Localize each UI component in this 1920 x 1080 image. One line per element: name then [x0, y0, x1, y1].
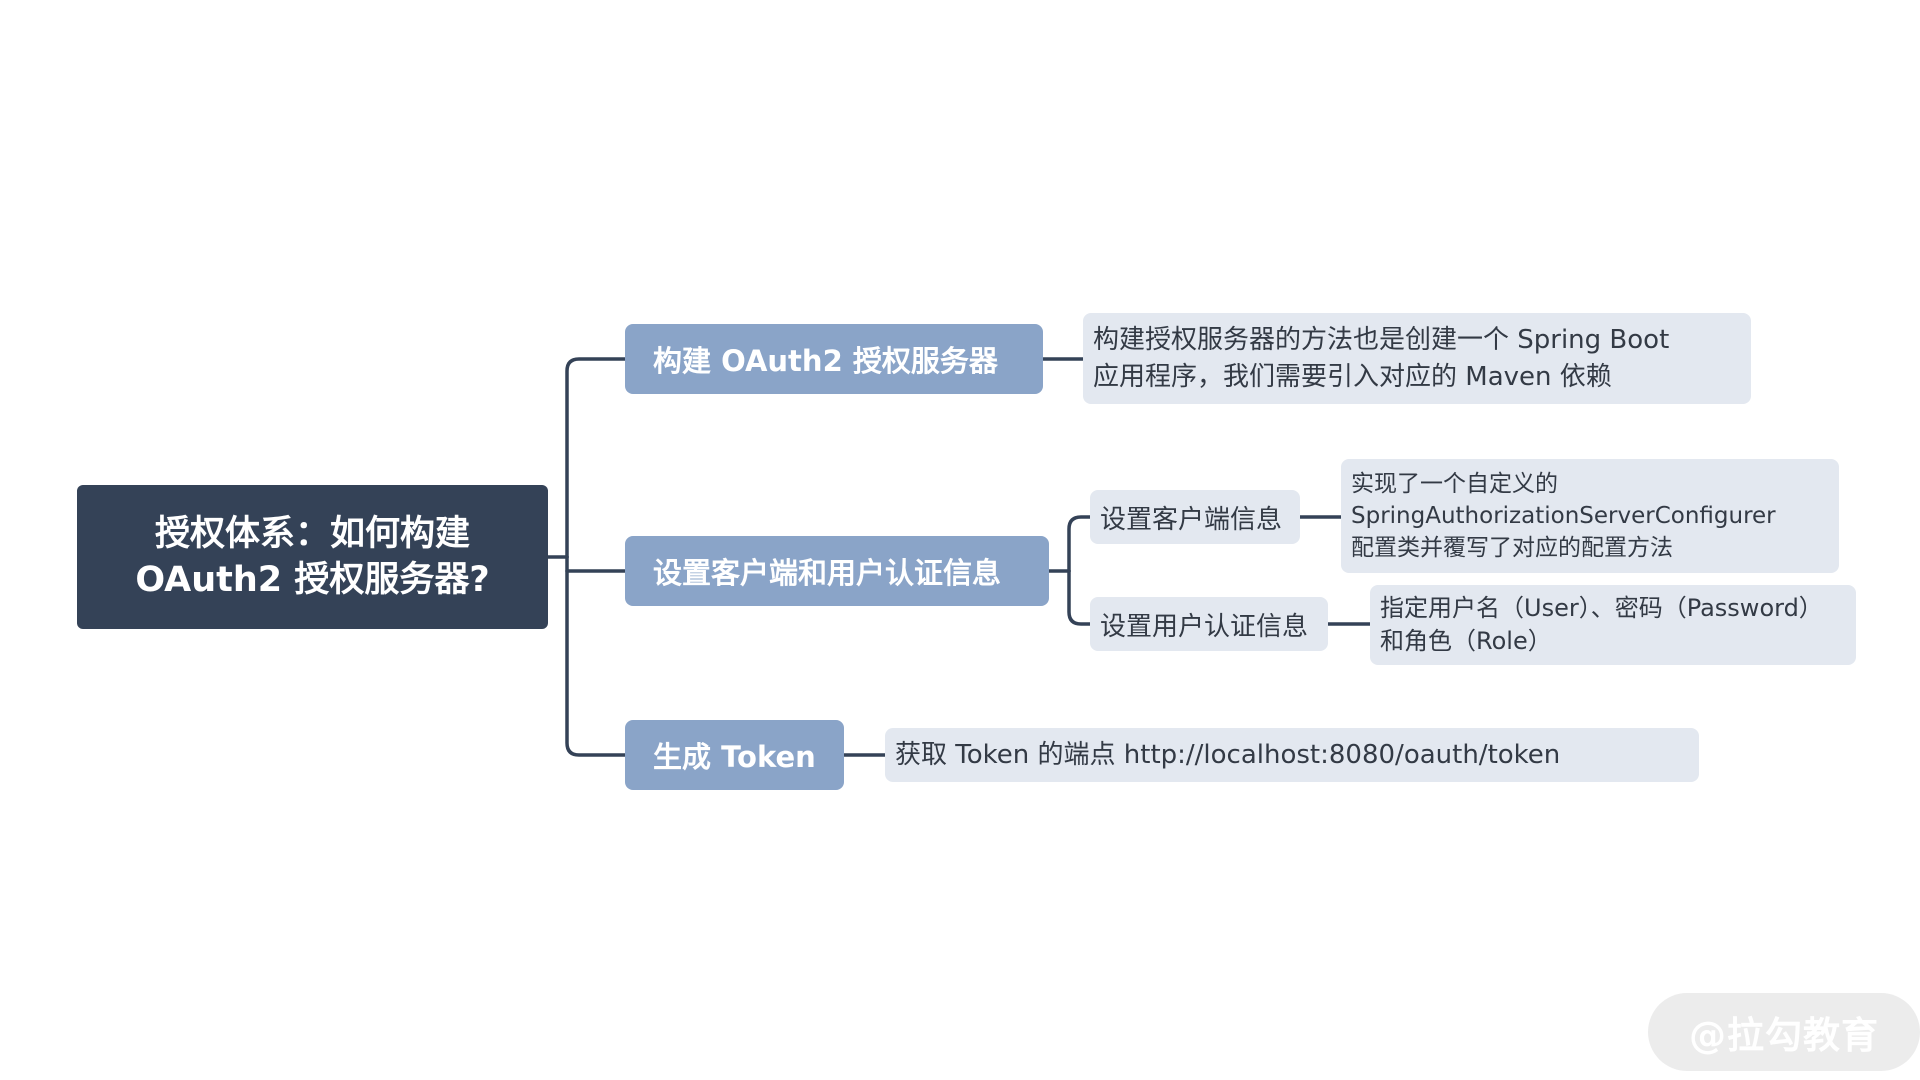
detail-line: 指定用户名（User）、密码（Password）: [1380, 594, 1823, 622]
detail-line: 和角色（Role）: [1380, 627, 1552, 655]
branch-label: 设置客户端和用户认证信息: [653, 556, 1002, 590]
branch-build-auth-server: 构建 OAuth2 授权服务器: [625, 324, 1043, 394]
connector-to-branch-3: [565, 555, 627, 757]
detail-line: 实现了一个自定义的: [1351, 471, 1558, 497]
detail-line: 应用程序，我们需要引入对应的 Maven 依赖: [1093, 361, 1612, 392]
connector-to-sub-1: [1067, 515, 1092, 573]
detail-line: 配置类并覆写了对应的配置方法: [1351, 535, 1673, 561]
detail-client-info: 实现了一个自定义的 SpringAuthorizationServerConfi…: [1341, 459, 1839, 573]
detail-line: 获取 Token 的端点 http://localhost:8080/oauth…: [895, 739, 1561, 770]
detail-line: 构建授权服务器的方法也是创建一个 Spring Boot: [1093, 324, 1670, 355]
detail-user-auth-info: 指定用户名（User）、密码（Password） 和角色（Role）: [1370, 585, 1856, 665]
subtopic-client-info: 设置客户端信息: [1090, 490, 1300, 544]
detail-build-auth-server: 构建授权服务器的方法也是创建一个 Spring Boot 应用程序，我们需要引入…: [1083, 313, 1751, 404]
root-topic: 授权体系：如何构建 OAuth2 授权服务器?: [77, 485, 548, 629]
subtopic-user-auth-info: 设置用户认证信息: [1090, 597, 1328, 651]
detail-generate-token: 获取 Token 的端点 http://localhost:8080/oauth…: [885, 728, 1699, 782]
connector-to-branch-1: [565, 357, 627, 559]
branch-label: 生成 Token: [653, 740, 816, 774]
detail-line: SpringAuthorizationServerConfigurer: [1351, 503, 1776, 529]
subtopic-label: 设置客户端信息: [1100, 504, 1283, 535]
subtopic-label: 设置用户认证信息: [1100, 611, 1309, 642]
root-title-line-1: 授权体系：如何构建: [154, 514, 470, 554]
branch-label: 构建 OAuth2 授权服务器: [653, 344, 998, 378]
branch-client-user-auth: 设置客户端和用户认证信息: [625, 536, 1049, 606]
watermark: @拉勾教育: [1648, 993, 1920, 1071]
root-title-line-2: OAuth2 授权服务器?: [135, 560, 490, 600]
branch-generate-token: 生成 Token: [625, 720, 844, 790]
connector-to-sub-2: [1067, 569, 1092, 626]
